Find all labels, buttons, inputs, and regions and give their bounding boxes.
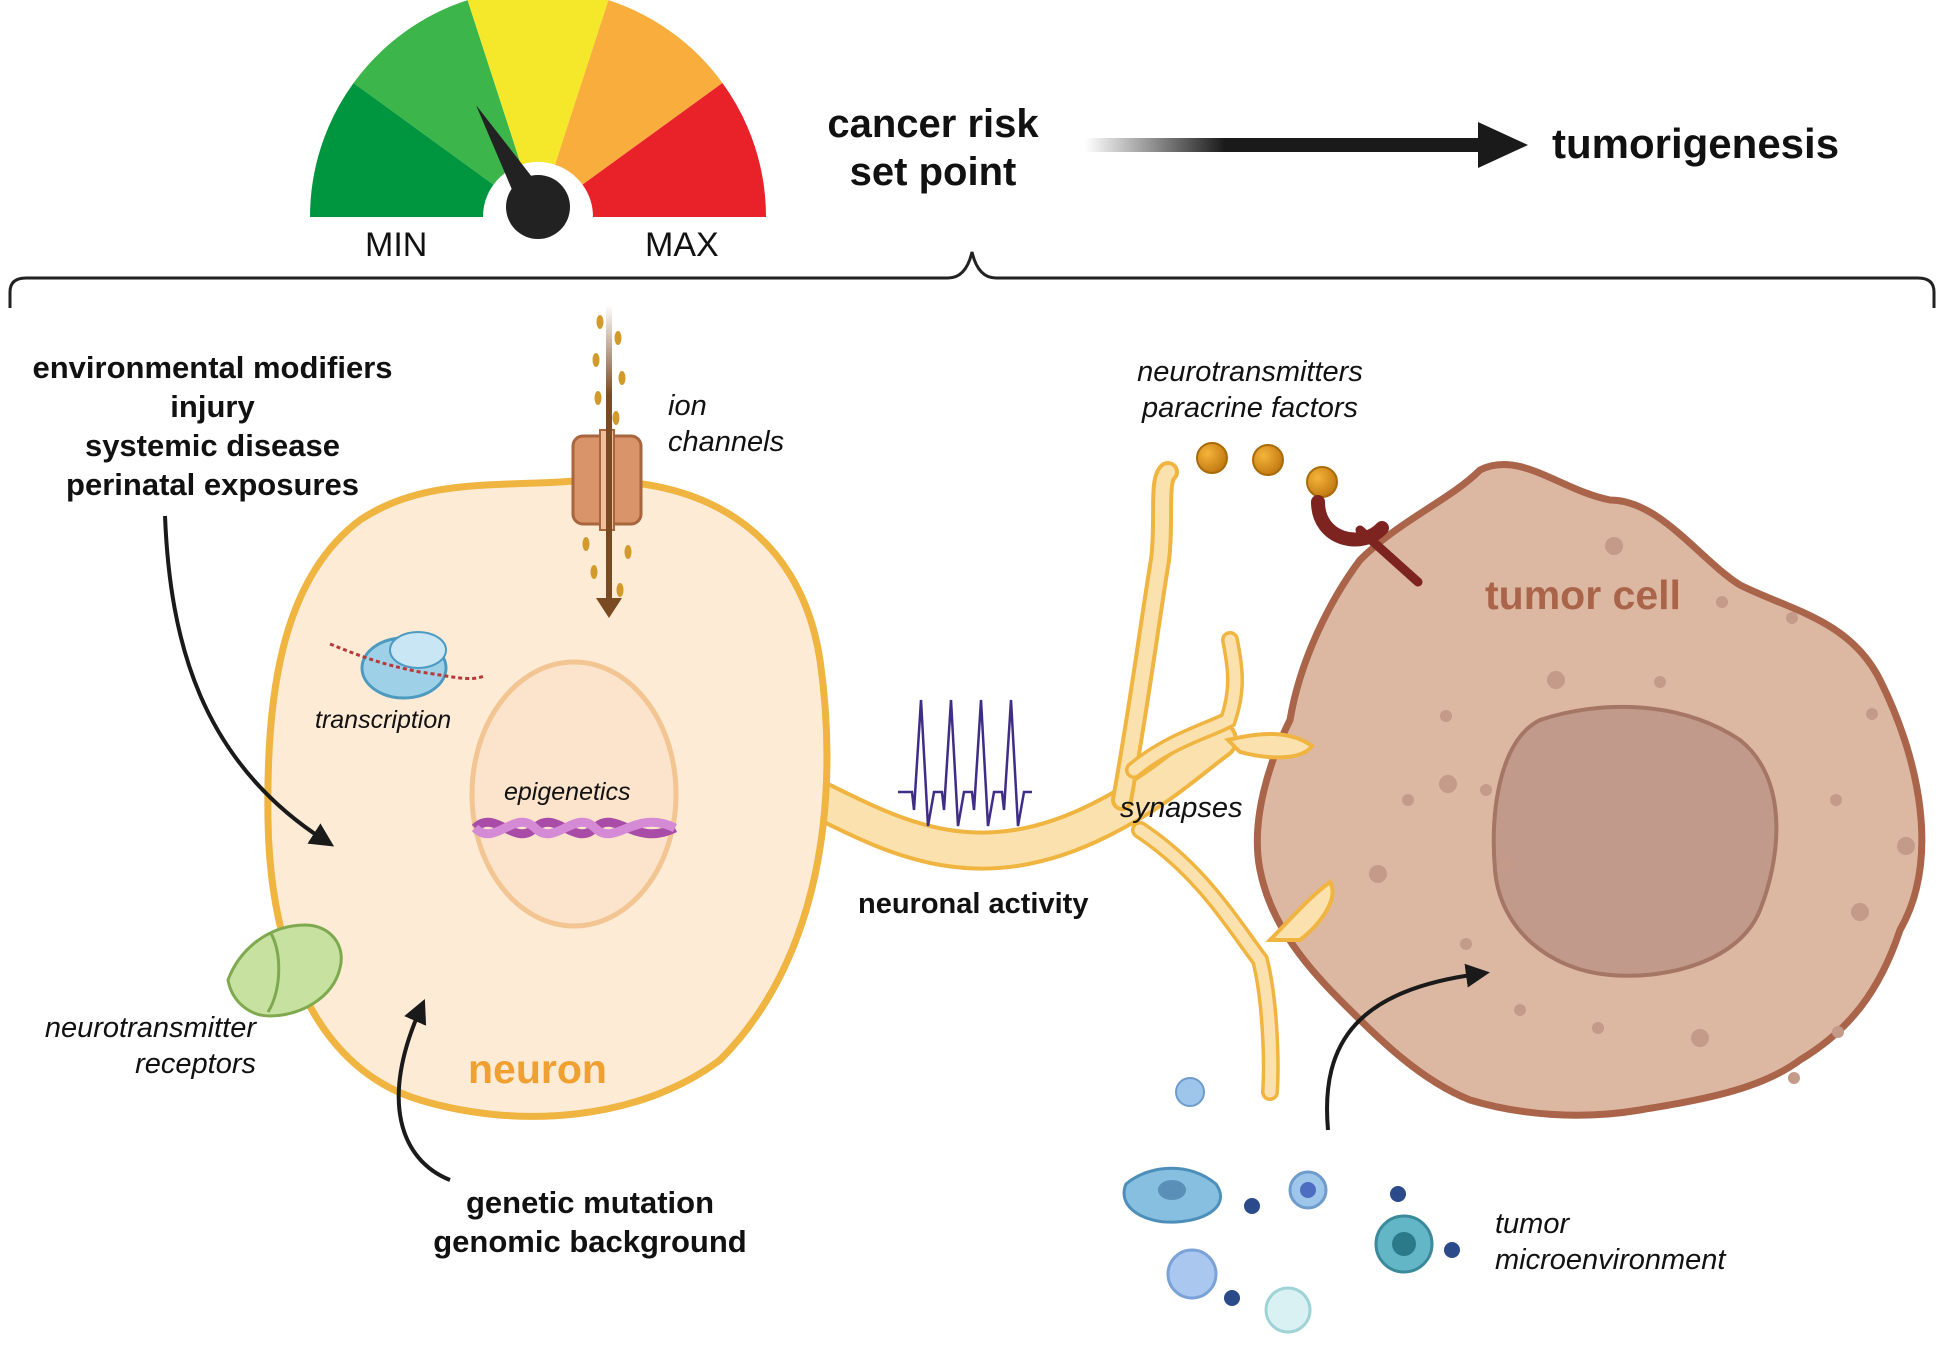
secreted-line-2: paracrine factors <box>1142 392 1358 424</box>
ion-particle <box>618 371 626 385</box>
tumor-granule <box>1654 676 1666 688</box>
ion-particle <box>616 583 624 597</box>
tumor-granule <box>1716 596 1728 608</box>
tumor-granule <box>1498 858 1510 870</box>
tumor-granule <box>1460 938 1472 950</box>
ion-particle <box>592 353 600 367</box>
modifier-item: perinatal exposures <box>66 467 359 502</box>
ion-channels-label: ion channels <box>668 388 784 460</box>
tumor-granule <box>1369 865 1387 883</box>
ion-particles <box>582 315 632 597</box>
tumor-granule <box>1830 794 1842 806</box>
tumor-granule <box>1851 903 1869 921</box>
tumor-granule <box>1514 1004 1526 1016</box>
gauge-segment <box>582 82 766 218</box>
tumor-granule <box>1439 775 1457 793</box>
microenvironment-line-2: microenvironment <box>1495 1244 1726 1276</box>
transcription-label: transcription <box>315 706 452 734</box>
secreted-line-1: neurotransmitters <box>1137 356 1363 388</box>
modifier-item: systemic disease <box>84 428 341 463</box>
outcome-label: tumorigenesis <box>1552 120 1840 167</box>
modifiers-label: environmental modifiers injury systemic … <box>0 348 425 504</box>
tumor-granule <box>1786 612 1798 624</box>
transcription-icon <box>329 631 485 700</box>
modifier-item: injury <box>170 389 255 424</box>
neuron-cell <box>226 305 1238 1120</box>
gauge-needle-hub <box>506 175 570 239</box>
tumor-granule <box>1440 710 1452 722</box>
synapses-label: synapses <box>1120 792 1243 824</box>
setpoint-arrow <box>1085 122 1528 168</box>
gauge-segment <box>467 0 609 165</box>
microenvironment-cells <box>1122 1077 1460 1334</box>
tumor-granule <box>1402 794 1414 806</box>
modifier-item: environmental modifiers <box>32 350 393 385</box>
modifiers-arrow <box>163 515 335 847</box>
setpoint-line-1: cancer risk <box>827 102 1039 146</box>
ion-particle <box>624 545 632 559</box>
receptor-on-tumor-icon <box>1311 495 1423 587</box>
tumor-cell <box>1224 461 1926 1119</box>
ion-particle <box>612 411 620 425</box>
tumor-granule <box>1547 671 1565 689</box>
receptor-icon <box>226 923 343 1018</box>
grouping-brace <box>8 251 1936 308</box>
ion-particle <box>596 315 604 329</box>
tumor-granule <box>1788 1072 1800 1084</box>
axon-branches <box>1111 461 1280 1101</box>
tumor-nucleus <box>1491 704 1779 978</box>
receptors-line-2: receptors <box>135 1048 256 1080</box>
genetics-line-1: genetic mutation <box>465 1185 714 1220</box>
ion-channels-line-1: ion <box>668 390 707 422</box>
gauge-min-label: MIN <box>365 226 428 264</box>
ion-particle <box>594 391 602 405</box>
epigenetics-label: epigenetics <box>504 778 631 806</box>
ion-particle <box>614 331 622 345</box>
tumor-cell-title: tumor cell <box>1485 572 1681 618</box>
tumor-granule <box>1866 708 1878 720</box>
neuronal-activity-label: neuronal activity <box>858 888 1089 920</box>
gauge-segment <box>310 82 494 218</box>
gauge-segment <box>554 0 723 185</box>
microenvironment-label: tumor microenvironment <box>1495 1206 1725 1278</box>
setpoint-label: cancer risk set point <box>808 100 1058 196</box>
tumor-granule <box>1480 784 1492 796</box>
risk-gauge <box>310 0 766 239</box>
receptors-line-1: neurotransmitter <box>44 1012 256 1044</box>
ion-channel-icon <box>571 305 643 618</box>
ion-channels-line-2: channels <box>668 426 785 458</box>
genetics-label: genetic mutation genomic background <box>410 1183 770 1261</box>
ion-particle <box>582 537 590 551</box>
dna-helix-icon <box>471 817 678 839</box>
microenvironment-arrow <box>1325 963 1490 1131</box>
axon <box>800 720 1238 871</box>
gauge-segment <box>353 0 522 185</box>
secreted-factors-label: neurotransmitters paracrine factors <box>1120 354 1380 426</box>
tumor-granule <box>1897 837 1915 855</box>
tumor-granules <box>1369 537 1915 1084</box>
tumor-granule <box>1605 537 1623 555</box>
genetics-line-2: genomic background <box>433 1224 747 1259</box>
tumor-granule <box>1691 1029 1709 1047</box>
setpoint-line-2: set point <box>849 150 1017 194</box>
microenvironment-line-1: tumor <box>1495 1208 1570 1240</box>
neuron-title: neuron <box>468 1046 607 1092</box>
tumor-granule <box>1592 1022 1604 1034</box>
ion-particle <box>590 565 598 579</box>
receptors-label: neurotransmitter receptors <box>12 1010 256 1082</box>
tumor-granule <box>1832 1026 1844 1038</box>
nucleus <box>469 659 679 929</box>
action-potential-trace <box>898 699 1032 827</box>
gauge-max-label: MAX <box>645 226 719 264</box>
neurotransmitter-particles <box>1196 442 1338 498</box>
genetics-arrow <box>396 999 451 1182</box>
